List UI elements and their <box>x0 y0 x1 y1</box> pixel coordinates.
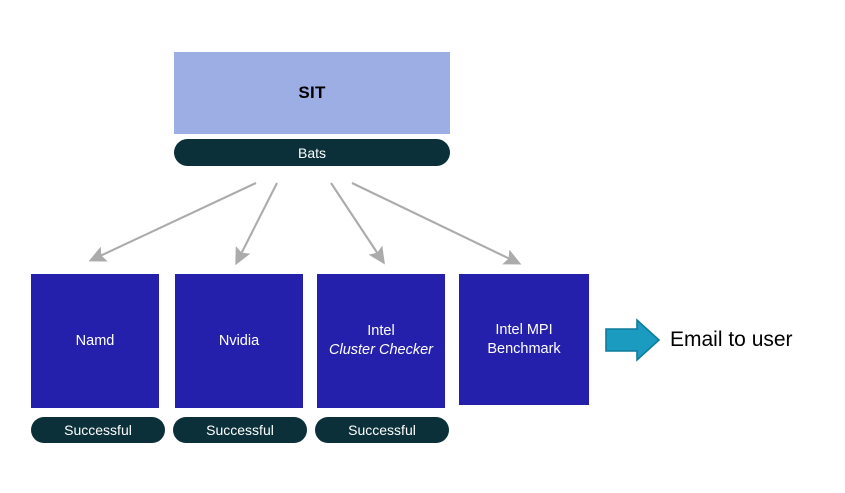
status-badge-nvidia: Successful <box>173 417 307 443</box>
test-label-line2: Cluster Checker <box>329 342 433 358</box>
status-badge-nvidia-label: Successful <box>206 422 274 438</box>
connector-arrow-2 <box>235 182 278 266</box>
status-badge-namd-label: Successful <box>64 422 132 438</box>
node-test-intel-cluster-checker[interactable]: Intel Cluster Checker <box>317 274 445 408</box>
connector-arrow-4 <box>351 182 522 265</box>
node-email-to-user: Email to user <box>670 320 845 360</box>
test-label-line2: Benchmark <box>487 340 561 357</box>
status-badge-namd: Successful <box>31 417 165 443</box>
node-test-namd[interactable]: Namd <box>31 274 159 408</box>
node-test-intel-cluster-checker-label: Intel Cluster Checker <box>329 322 433 359</box>
node-bats-label: Bats <box>297 144 326 161</box>
node-test-nvidia[interactable]: Nvidia <box>175 274 303 408</box>
node-sit[interactable]: SIT <box>174 52 450 134</box>
connector-arrow-3 <box>330 182 385 265</box>
test-label-line1: Intel <box>367 323 395 340</box>
test-label-line1: Namd <box>75 332 115 349</box>
node-bats[interactable]: Bats <box>174 139 450 166</box>
node-sit-label: SIT <box>298 83 326 102</box>
status-badge-intel-cluster-checker-label: Successful <box>348 422 416 438</box>
test-label-line1: Nvidia <box>218 332 260 349</box>
node-test-nvidia-label: Nvidia <box>219 332 259 351</box>
node-test-intel-mpi-benchmark[interactable]: Intel MPI Benchmark <box>459 274 589 405</box>
status-badge-intel-cluster-checker: Successful <box>315 417 449 443</box>
node-test-namd-label: Namd <box>76 332 115 351</box>
email-block-arrow-group <box>605 318 661 362</box>
right-arrow-icon <box>605 318 661 362</box>
connector-arrow-1 <box>88 182 257 262</box>
node-test-intel-mpi-benchmark-label: Intel MPI Benchmark <box>487 321 560 358</box>
test-label-line1: Intel MPI <box>495 321 553 338</box>
node-email-to-user-label: Email to user <box>670 328 793 351</box>
